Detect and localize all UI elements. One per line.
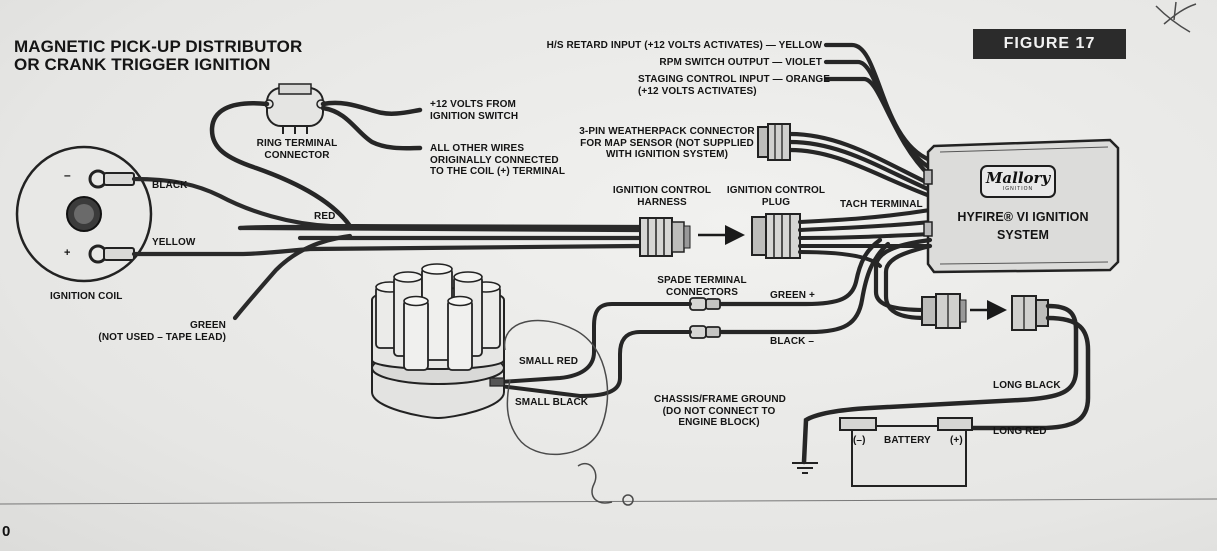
spade-connector-green xyxy=(689,297,721,311)
label-small-black: SMALL BLACK xyxy=(515,397,589,408)
label-ignition-coil: IGNITION COIL xyxy=(50,291,123,302)
hyfire-module xyxy=(923,138,1120,274)
figure-label: FIGURE 17 xyxy=(973,29,1126,59)
ring-terminal-connector xyxy=(264,83,326,134)
brand-name: Mallory xyxy=(985,169,1051,187)
label-plug: IGNITION CONTROL PLUG xyxy=(726,185,826,208)
weatherpack-connector xyxy=(757,123,791,161)
label-coil-plus: + xyxy=(64,247,71,259)
label-rpm-switch: RPM SWITCH OUTPUT — VIOLET xyxy=(659,57,822,68)
label-battery: BATTERY xyxy=(884,435,931,446)
battery xyxy=(839,417,973,487)
label-black-minus: BLACK – xyxy=(770,336,815,347)
label-coil-minus: – xyxy=(64,168,71,182)
label-small-red: SMALL RED xyxy=(519,356,579,367)
label-plus12: +12 VOLTS FROM IGNITION SWITCH xyxy=(430,99,519,122)
page-rule xyxy=(0,498,1217,505)
label-chassis-ground: CHASSIS/FRAME GROUND (DO NOT CONNECT TO … xyxy=(654,394,787,428)
label-battery-minus: (–) xyxy=(853,435,866,446)
label-green-plus: GREEN + xyxy=(770,290,815,301)
label-yellow-wire: YELLOW xyxy=(152,237,196,248)
power-connector-right xyxy=(1011,295,1049,331)
label-staging: STAGING CONTROL INPUT — ORANGE (+12 VOLT… xyxy=(638,74,831,97)
module-output-wires xyxy=(717,237,933,335)
label-ring-terminal: RING TERMINAL CONNECTOR xyxy=(256,138,338,161)
ground-symbol xyxy=(792,462,818,474)
ignition-control-harness-connector xyxy=(639,217,691,257)
label-weatherpack: 3-PIN WEATHERPACK CONNECTOR FOR MAP SENS… xyxy=(579,126,755,160)
ignition-control-plug xyxy=(751,213,801,259)
label-spade: SPADE TERMINAL CONNECTORS xyxy=(657,275,747,298)
label-hs-retard: H/S RETARD INPUT (+12 VOLTS ACTIVATES) —… xyxy=(546,40,822,51)
power-connector-left xyxy=(921,293,967,329)
module-input-wires xyxy=(787,42,933,199)
label-other-wires: ALL OTHER WIRES ORIGINALLY CONNECTED TO … xyxy=(430,143,566,177)
label-harness: IGNITION CONTROL HARNESS xyxy=(612,185,712,208)
plug-to-module-wires xyxy=(798,208,932,268)
label-red-wire: RED xyxy=(314,211,336,222)
label-black-wire: BLACK xyxy=(152,180,188,191)
handwritten-marks xyxy=(503,1,1197,506)
spade-connector-black xyxy=(689,325,721,339)
ignition-coil xyxy=(15,145,153,283)
label-long-black: LONG BLACK xyxy=(993,380,1061,391)
brand-sub: IGNITION xyxy=(1002,186,1034,192)
ring-terminal-wires xyxy=(209,100,423,229)
battery-cables xyxy=(801,303,1091,465)
label-tach-terminal: TACH TERMINAL xyxy=(840,199,923,210)
mallory-logo: Mallory IGNITION xyxy=(980,165,1056,198)
coil-to-harness-wires xyxy=(131,176,643,321)
diagram-title: MAGNETIC PICK-UP DISTRIBUTOR OR CRANK TR… xyxy=(14,37,303,74)
distributor xyxy=(371,263,505,420)
label-long-red: LONG RED xyxy=(993,426,1047,437)
distributor-wires xyxy=(498,302,692,399)
label-system: HYFIRE® VI IGNITION SYSTEM xyxy=(957,210,1089,242)
label-green-unused: GREEN (NOT USED – TAPE LEAD) xyxy=(98,320,226,343)
page-number: 0 xyxy=(2,523,11,540)
label-battery-plus: (+) xyxy=(950,435,963,446)
